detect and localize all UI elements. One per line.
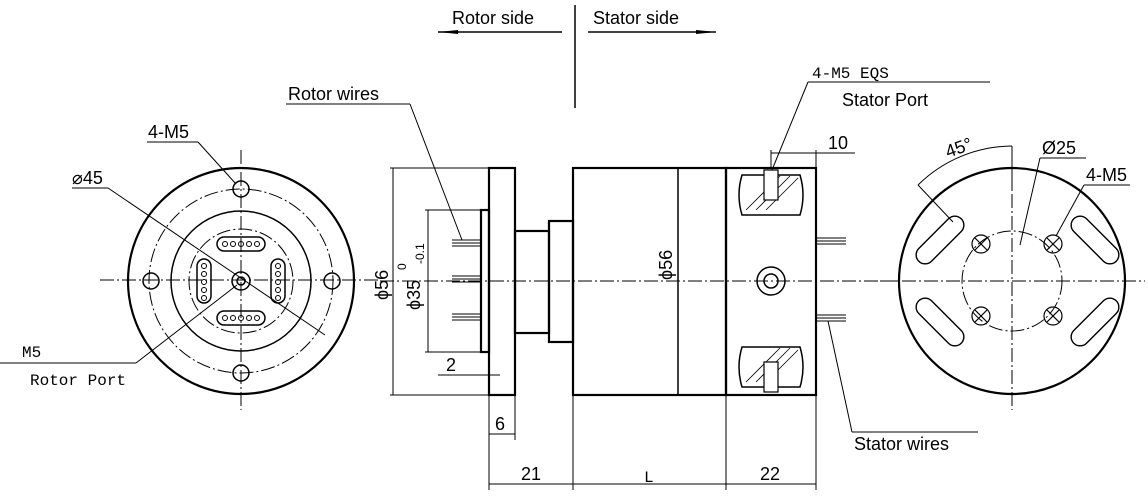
stator-port-screw-label: 4-M5 EQS	[812, 65, 889, 83]
stator-side-label: Stator side	[593, 8, 679, 28]
dim-21-label: 21	[521, 464, 541, 484]
side-header: Rotor side Stator side	[438, 5, 716, 108]
dim-10-label: 10	[828, 133, 848, 153]
rotor-end-view: 4-M5 ⌀45 M5 Rotor Port	[0, 122, 380, 410]
pilot-dia-label: ϕ35	[404, 280, 424, 310]
dim-6-label: 6	[495, 414, 505, 434]
rotor-wires-label: Rotor wires	[288, 84, 379, 104]
side-view: ϕ56 ϕ35 0 -0.1 ϕ56 2 6 21 L 22 10 Rotor …	[286, 65, 990, 490]
right-dia-label: Ø25	[1042, 138, 1076, 158]
stator-wires-label: Stator wires	[854, 434, 949, 454]
right-holes-label: 4-M5	[1086, 165, 1127, 185]
right-angle-label: 45°	[943, 134, 975, 162]
body-dia-label: ϕ56	[656, 250, 676, 280]
rotor-port-screw-label: M5	[22, 344, 41, 362]
stator-end-view: 45° Ø25 4-M5	[880, 134, 1145, 410]
left-dia-label: ⌀45	[72, 168, 103, 188]
dim-22-label: 22	[760, 464, 780, 484]
rotor-side-label: Rotor side	[452, 8, 534, 28]
pilot-tol-upper: 0	[395, 263, 409, 270]
dim-L-label: L	[644, 469, 654, 487]
stator-port-label: Stator Port	[842, 90, 928, 110]
flange-dia-label: ϕ56	[372, 270, 392, 300]
dim-2-label: 2	[446, 355, 456, 375]
left-holes-label: 4-M5	[148, 122, 189, 142]
pilot-tol-lower: -0.1	[413, 243, 427, 264]
rotor-port-label: Rotor Port	[30, 372, 126, 390]
